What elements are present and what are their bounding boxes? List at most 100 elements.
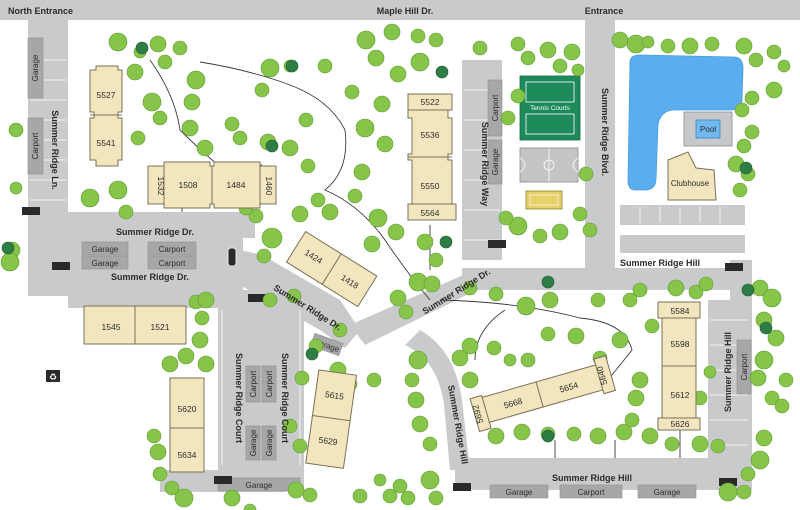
- tree: [146, 428, 162, 444]
- tree: [317, 58, 333, 74]
- tree: [566, 426, 582, 442]
- garage-court-2: [261, 425, 277, 461]
- tree: [532, 228, 548, 244]
- garage-court-1: [245, 425, 261, 461]
- tree: [383, 23, 401, 41]
- tree: [551, 223, 569, 241]
- dumpster-2: [52, 262, 70, 270]
- tree: [232, 130, 248, 146]
- volleyball-court[interactable]: [525, 190, 563, 210]
- building-number: 1484: [227, 180, 246, 190]
- tree: [552, 58, 568, 74]
- building-number: 5564: [421, 208, 440, 218]
- tree: [503, 353, 517, 367]
- tree: [373, 473, 387, 487]
- tree: [183, 93, 201, 111]
- tree: [248, 208, 264, 224]
- tree-evergreen: [541, 275, 555, 289]
- carport-way: [487, 79, 503, 137]
- tree: [174, 488, 194, 508]
- tree: [736, 138, 752, 154]
- pool-building[interactable]: Pool: [683, 111, 733, 147]
- tree: [539, 41, 557, 59]
- tree: [422, 436, 438, 452]
- tree: [681, 37, 699, 55]
- tree: [516, 296, 536, 316]
- building-number: 1521: [151, 322, 170, 332]
- street-summer-ridge-dr-upper: Summer Ridge Dr.: [116, 227, 194, 237]
- garage-dr-2: [81, 255, 129, 270]
- tree: [736, 484, 752, 500]
- street-summer-ridge-blvd: Summer Ridge Blvd.: [600, 88, 610, 176]
- building-5522-5564[interactable]: 5522 5536 5550 5564: [407, 93, 457, 221]
- recycling-icon: ♻: [46, 370, 60, 382]
- parking-stalls: [30, 59, 748, 465]
- tree: [355, 118, 375, 138]
- tree: [197, 355, 215, 373]
- carport-label: Carport: [159, 245, 186, 254]
- building-number: 1508: [179, 180, 198, 190]
- tree: [423, 275, 441, 293]
- tree: [615, 423, 633, 441]
- tree: [508, 216, 528, 236]
- tree: [332, 322, 348, 338]
- tree: [287, 481, 305, 499]
- pool-label: Pool: [700, 125, 716, 134]
- building-number: 5615: [324, 389, 344, 402]
- carport-right: [736, 339, 752, 395]
- dumpster-4: [725, 263, 743, 271]
- building-5620-5634[interactable]: 5620 5634: [169, 377, 205, 473]
- garage-label: Garage: [491, 148, 500, 175]
- tree: [142, 92, 162, 112]
- basketball-court[interactable]: [519, 147, 579, 183]
- svg-text:♻: ♻: [49, 372, 57, 382]
- tree: [389, 65, 407, 83]
- tree: [764, 390, 780, 406]
- tree: [400, 490, 416, 506]
- street-summer-ridge-way: Summer Ridge Way: [480, 122, 490, 206]
- tree: [356, 30, 376, 50]
- tree: [732, 182, 748, 198]
- tree-evergreen: [439, 235, 453, 249]
- street-entrance: Entrance: [585, 6, 624, 16]
- tree: [582, 222, 598, 238]
- carport-court-2: [261, 365, 277, 403]
- building-5527-5541[interactable]: 5527 5541: [89, 65, 123, 167]
- building-1532-1460[interactable]: 1532 1508 1484 1460: [147, 161, 277, 209]
- tree: [571, 63, 585, 77]
- tree: [461, 371, 479, 389]
- building-number: 5629: [318, 435, 338, 448]
- tree: [688, 284, 704, 300]
- tree: [698, 276, 714, 292]
- tree: [407, 391, 425, 409]
- street-summer-ridge-court-2: Summer Ridge Court: [280, 353, 290, 443]
- garage-label: Garage: [246, 481, 273, 490]
- tree: [622, 292, 638, 308]
- tree: [389, 289, 407, 307]
- tree: [486, 340, 502, 356]
- building-number: 5626: [671, 419, 690, 429]
- tree: [373, 95, 391, 113]
- tree: [410, 28, 426, 44]
- clubhouse[interactable]: Clubhouse: [667, 151, 717, 201]
- tree: [703, 365, 717, 379]
- building-1424-1418[interactable]: 1424 1418: [285, 230, 378, 308]
- building-5584-5626[interactable]: 5584 5598 5612 5626: [657, 301, 701, 431]
- tree: [367, 49, 385, 67]
- building-number: 1532: [156, 177, 166, 196]
- dumpster-8: [719, 478, 737, 486]
- tennis-courts[interactable]: Tennis Courts: [519, 75, 581, 141]
- tree: [186, 70, 206, 90]
- building-1545-1521[interactable]: 1545 1521: [83, 305, 187, 345]
- tree: [767, 329, 785, 347]
- garage-label: Garage: [31, 54, 40, 81]
- tree: [172, 40, 188, 56]
- garage-hill-1: [489, 484, 549, 499]
- tree: [294, 370, 310, 386]
- tree: [8, 122, 24, 138]
- building-5615-5629[interactable]: 5615 5629: [305, 369, 358, 469]
- building-5692-5640[interactable]: 5692 5668 5654 5640: [467, 355, 617, 433]
- street-north-entrance: North Entrance: [8, 6, 73, 16]
- dumpster-3: [488, 240, 506, 248]
